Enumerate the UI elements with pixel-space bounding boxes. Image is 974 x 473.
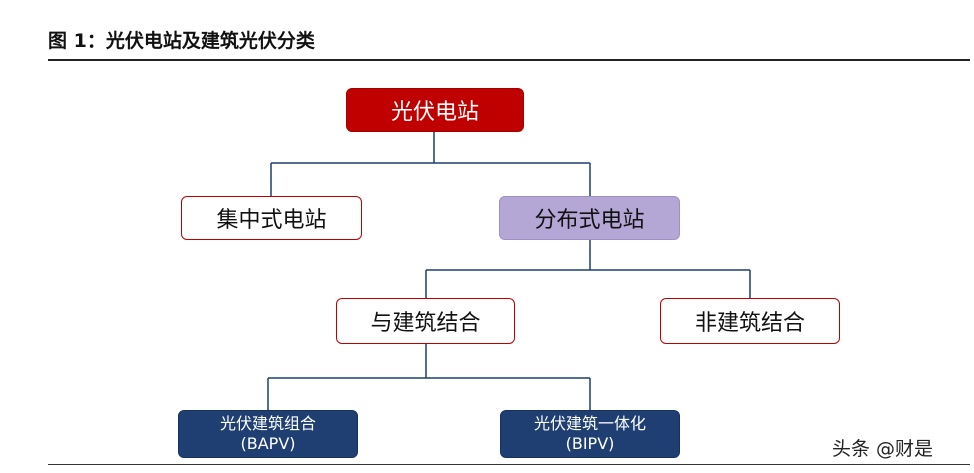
node-building-integrated: 与建筑结合 [336,298,515,344]
node-distributed-station: 分布式电站 [499,196,680,240]
node-bapv-abbr: (BAPV) [240,434,296,453]
node-non-building: 非建筑结合 [660,298,840,344]
node-bipv-abbr: (BIPV) [565,434,615,453]
title-divider [48,59,970,61]
node-bapv: 光伏建筑组合 (BAPV) [178,410,358,458]
node-bipv: 光伏建筑一体化 (BIPV) [500,410,680,458]
connector-root-to-level1 [270,132,591,196]
node-bapv-name: 光伏建筑组合 [219,414,316,433]
source-line-clipped [48,467,308,473]
figure-title: 图 1：光伏电站及建筑光伏分类 [48,30,315,52]
node-centralized-station: 集中式电站 [181,196,362,240]
node-bipv-name: 光伏建筑一体化 [533,414,646,433]
connector-with-building-to-level3 [267,344,591,410]
watermark: 头条 @财是 [832,438,934,460]
bottom-divider [48,464,970,465]
node-pv-power-station: 光伏电站 [346,88,524,132]
connector-distributed-to-level2 [425,240,751,298]
